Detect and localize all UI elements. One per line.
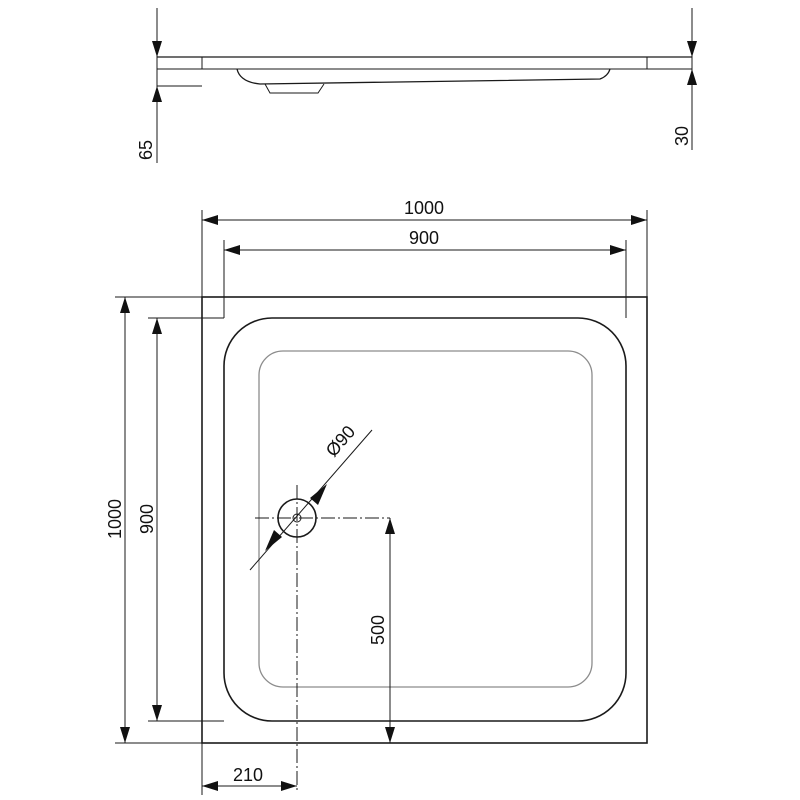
arrow-left-1000-bottom (120, 727, 130, 743)
arrow-900-left (224, 245, 240, 255)
diameter-arrow-lower (265, 530, 282, 551)
arrow-210-right (281, 781, 297, 791)
arrow-1000-left (202, 215, 218, 225)
tray-basin-profile (236, 68, 611, 85)
basin-floor-outline (258, 350, 593, 688)
dim-label-side-left: 65 (136, 140, 156, 160)
arrow-900-right (610, 245, 626, 255)
arrow-left-900-top (152, 318, 162, 334)
dim-label-drain-to-front: 500 (368, 615, 388, 645)
arrow-500-top (385, 518, 395, 534)
arrow-65-top (152, 41, 162, 57)
arrow-left-900-bottom (152, 705, 162, 721)
basin-outer-outline (223, 317, 627, 722)
dim-label-drain-to-side: 210 (233, 765, 263, 785)
dim-label-inner-width: 900 (409, 228, 439, 248)
arrow-210-left (202, 781, 218, 791)
arrow-500-bottom (385, 727, 395, 743)
arrow-1000-right (631, 215, 647, 225)
dim-label-side-right: 30 (672, 126, 692, 146)
dim-label-outer-width: 1000 (404, 198, 444, 218)
arrow-left-1000-top (120, 297, 130, 313)
arrow-65-bottom (152, 86, 162, 102)
arrow-30-bottom (687, 69, 697, 85)
diameter-arrow-upper (310, 484, 327, 505)
plan-view: Ø90 1000 900 1000 900 500 (105, 198, 648, 795)
side-elevation-view: 65 30 (136, 8, 697, 163)
arrow-30-top (687, 41, 697, 57)
drain-outlet-profile (264, 83, 325, 94)
tray-outer-outline (201, 296, 648, 744)
dim-label-drain-diameter: Ø90 (322, 422, 359, 461)
dim-label-outer-depth: 1000 (105, 499, 125, 539)
dim-label-inner-depth: 900 (137, 504, 157, 534)
diameter-leader-line (249, 429, 373, 571)
